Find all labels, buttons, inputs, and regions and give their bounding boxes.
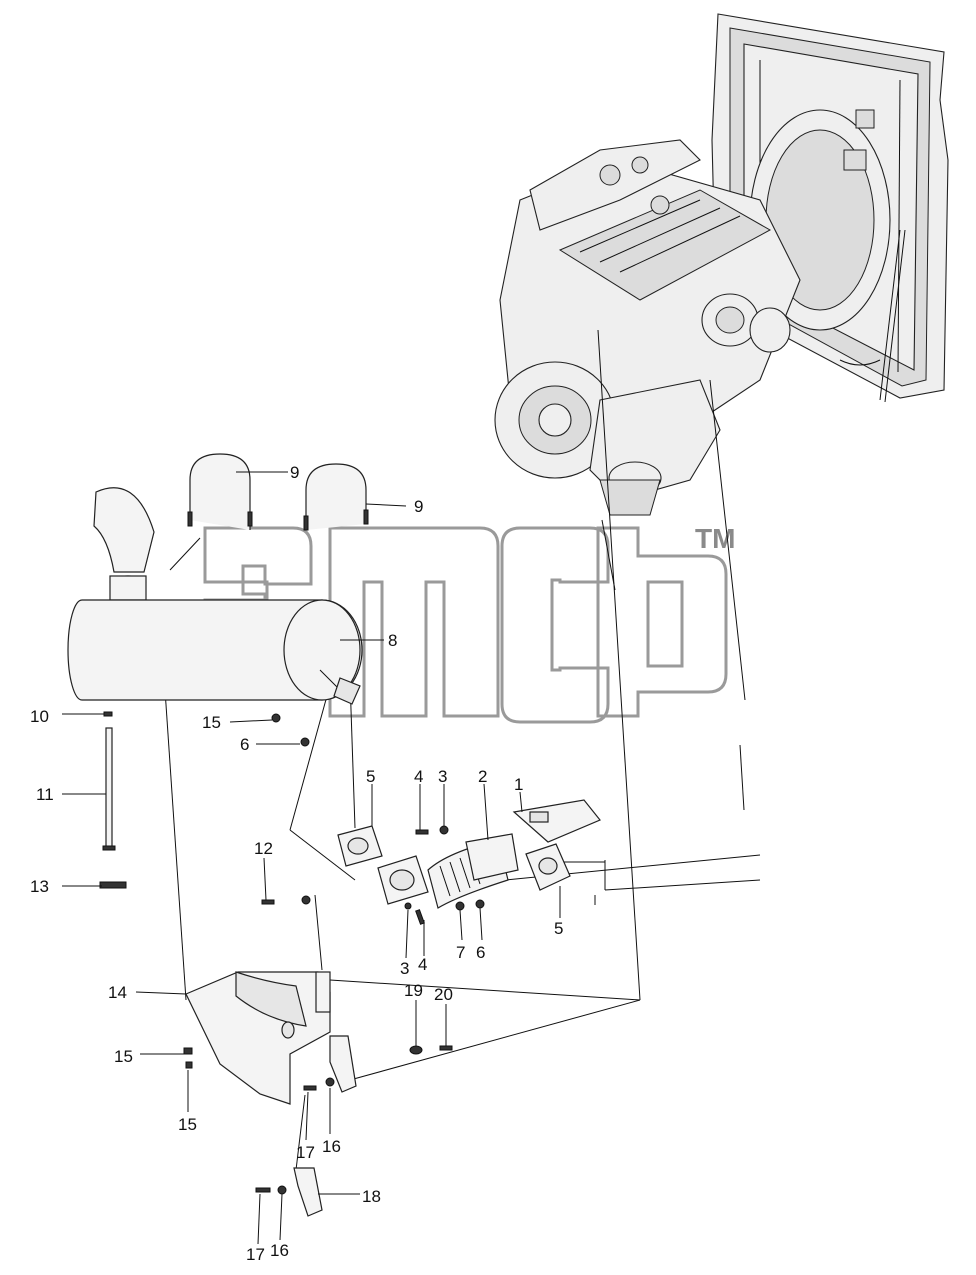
callout-3: 3 [438, 767, 447, 786]
callout-1: 1 [514, 775, 523, 794]
callout-14: 14 [108, 983, 127, 1002]
callout-13: 13 [30, 877, 49, 896]
washer-6 [300, 737, 310, 747]
leader-lines [159, 329, 761, 1171]
callout-11: 11 [36, 785, 54, 804]
engine-assembly [494, 13, 949, 516]
callout-9: 9 [414, 497, 423, 516]
muffler [67, 487, 363, 705]
callout-2: 2 [478, 767, 487, 786]
callout-17: 17 [246, 1245, 265, 1264]
callout-5: 5 [554, 919, 563, 938]
callout-8: 8 [388, 631, 397, 650]
callout-9: 9 [290, 463, 299, 482]
callout-6: 6 [240, 735, 249, 754]
trademark-symbol: TM [695, 523, 735, 554]
callout-4: 4 [414, 767, 423, 786]
exhaust-pipe-assembly [337, 799, 601, 925]
callout-3: 3 [400, 959, 409, 978]
nut-15 [271, 713, 281, 723]
callout-17: 17 [296, 1143, 315, 1162]
watermark-logo: TM [203, 523, 735, 724]
callout-20: 20 [434, 985, 453, 1004]
callout-7: 7 [456, 943, 465, 962]
callout-19: 19 [404, 981, 423, 1000]
callout-18: 18 [362, 1187, 381, 1206]
callout-15: 15 [178, 1115, 197, 1134]
u-bolt-clamps [187, 453, 369, 531]
callout-5: 5 [366, 767, 375, 786]
callout-4: 4 [418, 955, 427, 974]
callout-numbers: 9 9 8 10 15 6 11 5 4 3 2 1 12 13 5 7 6 3… [30, 463, 563, 1264]
callout-6: 6 [476, 943, 485, 962]
callout-10: 10 [30, 707, 49, 726]
callout-15: 15 [202, 713, 221, 732]
callout-16: 16 [270, 1241, 289, 1260]
callout-leaders [62, 471, 561, 1245]
drain-assembly [99, 711, 127, 889]
callout-16: 16 [322, 1137, 341, 1156]
callout-15: 15 [114, 1047, 133, 1066]
mounting-brackets [183, 895, 453, 1217]
callout-12: 12 [254, 839, 273, 858]
